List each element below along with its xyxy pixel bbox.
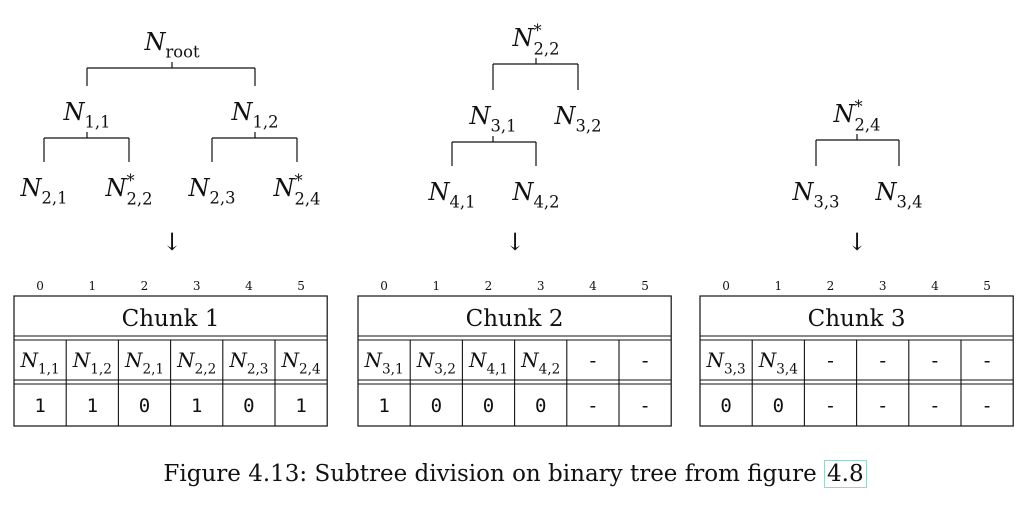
chunk-index-label: 4 bbox=[589, 279, 597, 293]
chunk-node-cell: N3,1 bbox=[364, 348, 404, 377]
chunk-node-cell: N3,4 bbox=[758, 348, 798, 377]
chunk-bit-cell: 0 bbox=[720, 395, 731, 417]
chunk-node-cell: - bbox=[879, 348, 886, 372]
chunk-index-label: 2 bbox=[141, 279, 149, 293]
tree-node-n22: N*2,2 bbox=[105, 171, 153, 209]
chunk-bit-cell: 1 bbox=[378, 395, 389, 417]
figure-caption: Figure 4.13: Subtree division on binary … bbox=[0, 460, 1030, 488]
chunk-index-label: 1 bbox=[88, 279, 96, 293]
tree-node-n42: N4,2 bbox=[512, 178, 560, 212]
chunk-index-label: 1 bbox=[432, 279, 440, 293]
chunk-node-cell: N2,2 bbox=[176, 348, 216, 377]
down-arrow-icon: ↓ bbox=[162, 228, 182, 256]
chunk-node-cell: N2,4 bbox=[281, 348, 321, 377]
chunk-index-label: 1 bbox=[774, 279, 782, 293]
chunk-bit-cell: 1 bbox=[87, 395, 98, 417]
chunk-node-cell: N3,3 bbox=[706, 348, 746, 377]
chunk-title: Chunk 2 bbox=[466, 306, 564, 332]
tree-node-n21: N2,1 bbox=[20, 174, 68, 208]
chunk-title: Chunk 3 bbox=[808, 306, 906, 332]
chunk-index-label: 3 bbox=[193, 279, 201, 293]
tree-node-n31: N3,1 bbox=[469, 102, 517, 136]
chunk-bit-cell: 1 bbox=[295, 395, 306, 417]
down-arrow-icon: ↓ bbox=[505, 228, 525, 256]
chunk-bit-cell: - bbox=[929, 395, 940, 417]
chunk-node-cell: N2,1 bbox=[124, 348, 164, 377]
tree-node-root: Nroot bbox=[144, 28, 200, 62]
chunk-title: Chunk 1 bbox=[122, 306, 220, 332]
tree-node-n41: N4,1 bbox=[428, 178, 476, 212]
chunk-bit-cell: - bbox=[981, 395, 992, 417]
chunk-bit-cell: 0 bbox=[431, 395, 442, 417]
caption-text: Figure 4.13: Subtree division on binary … bbox=[163, 461, 824, 487]
chunk-bit-cell: 1 bbox=[191, 395, 202, 417]
chunk-index-label: 3 bbox=[537, 279, 545, 293]
chunk-index-label: 0 bbox=[380, 279, 388, 293]
tree-node-n34: N3,4 bbox=[875, 178, 923, 212]
chunk-node-cell: - bbox=[932, 348, 939, 372]
chunk-node-cell: - bbox=[642, 348, 649, 372]
chunk-node-cell: - bbox=[827, 348, 834, 372]
chunk-index-label: 5 bbox=[641, 279, 649, 293]
chunk-bit-cell: - bbox=[877, 395, 888, 417]
chunk-node-cell: N2,3 bbox=[228, 348, 268, 377]
chunk-bit-cell: - bbox=[587, 395, 598, 417]
tree-node-n11: N1,1 bbox=[63, 98, 111, 132]
chunk-bit-cell: 0 bbox=[773, 395, 784, 417]
chunk-node-cell: - bbox=[984, 348, 991, 372]
tree-node-s24: N*2,4 bbox=[833, 97, 881, 135]
chunk-index-label: 5 bbox=[297, 279, 305, 293]
chunk-bit-cell: - bbox=[639, 395, 650, 417]
chunk-bit-cell: 0 bbox=[243, 395, 254, 417]
tree-node-s22: N*2,2 bbox=[512, 21, 560, 59]
chunk-index-label: 3 bbox=[879, 279, 887, 293]
tree-node-n32: N3,2 bbox=[554, 102, 602, 136]
chunk-bit-cell: 0 bbox=[483, 395, 494, 417]
chunk-bit-cell: 0 bbox=[139, 395, 150, 417]
tree-node-n24: N*2,4 bbox=[273, 171, 321, 209]
chunk-node-cell: N1,1 bbox=[20, 348, 60, 377]
chunk-index-label: 0 bbox=[722, 279, 730, 293]
down-arrow-icon: ↓ bbox=[847, 228, 867, 256]
tree-node-n33: N3,3 bbox=[792, 178, 840, 212]
chunk-index-label: 4 bbox=[931, 279, 939, 293]
tree-node-n23: N2,3 bbox=[188, 174, 236, 208]
chunk-index-label: 0 bbox=[36, 279, 44, 293]
chunk-index-label: 2 bbox=[827, 279, 835, 293]
chunk-bit-cell: 1 bbox=[34, 395, 45, 417]
chunk-index-label: 5 bbox=[983, 279, 991, 293]
chunk-index-label: 2 bbox=[485, 279, 493, 293]
chunk-node-cell: N1,2 bbox=[72, 348, 112, 377]
chunk-bit-cell: 0 bbox=[535, 395, 546, 417]
chunk-node-cell: - bbox=[590, 348, 597, 372]
chunk-bit-cell: - bbox=[825, 395, 836, 417]
tree-node-n12: N1,2 bbox=[231, 98, 279, 132]
figure-reference-link[interactable]: 4.8 bbox=[824, 460, 867, 488]
chunk-node-cell: N4,1 bbox=[468, 348, 508, 377]
chunk-node-cell: N3,2 bbox=[416, 348, 456, 377]
chunk-index-label: 4 bbox=[245, 279, 253, 293]
chunk-node-cell: N4,2 bbox=[520, 348, 560, 377]
